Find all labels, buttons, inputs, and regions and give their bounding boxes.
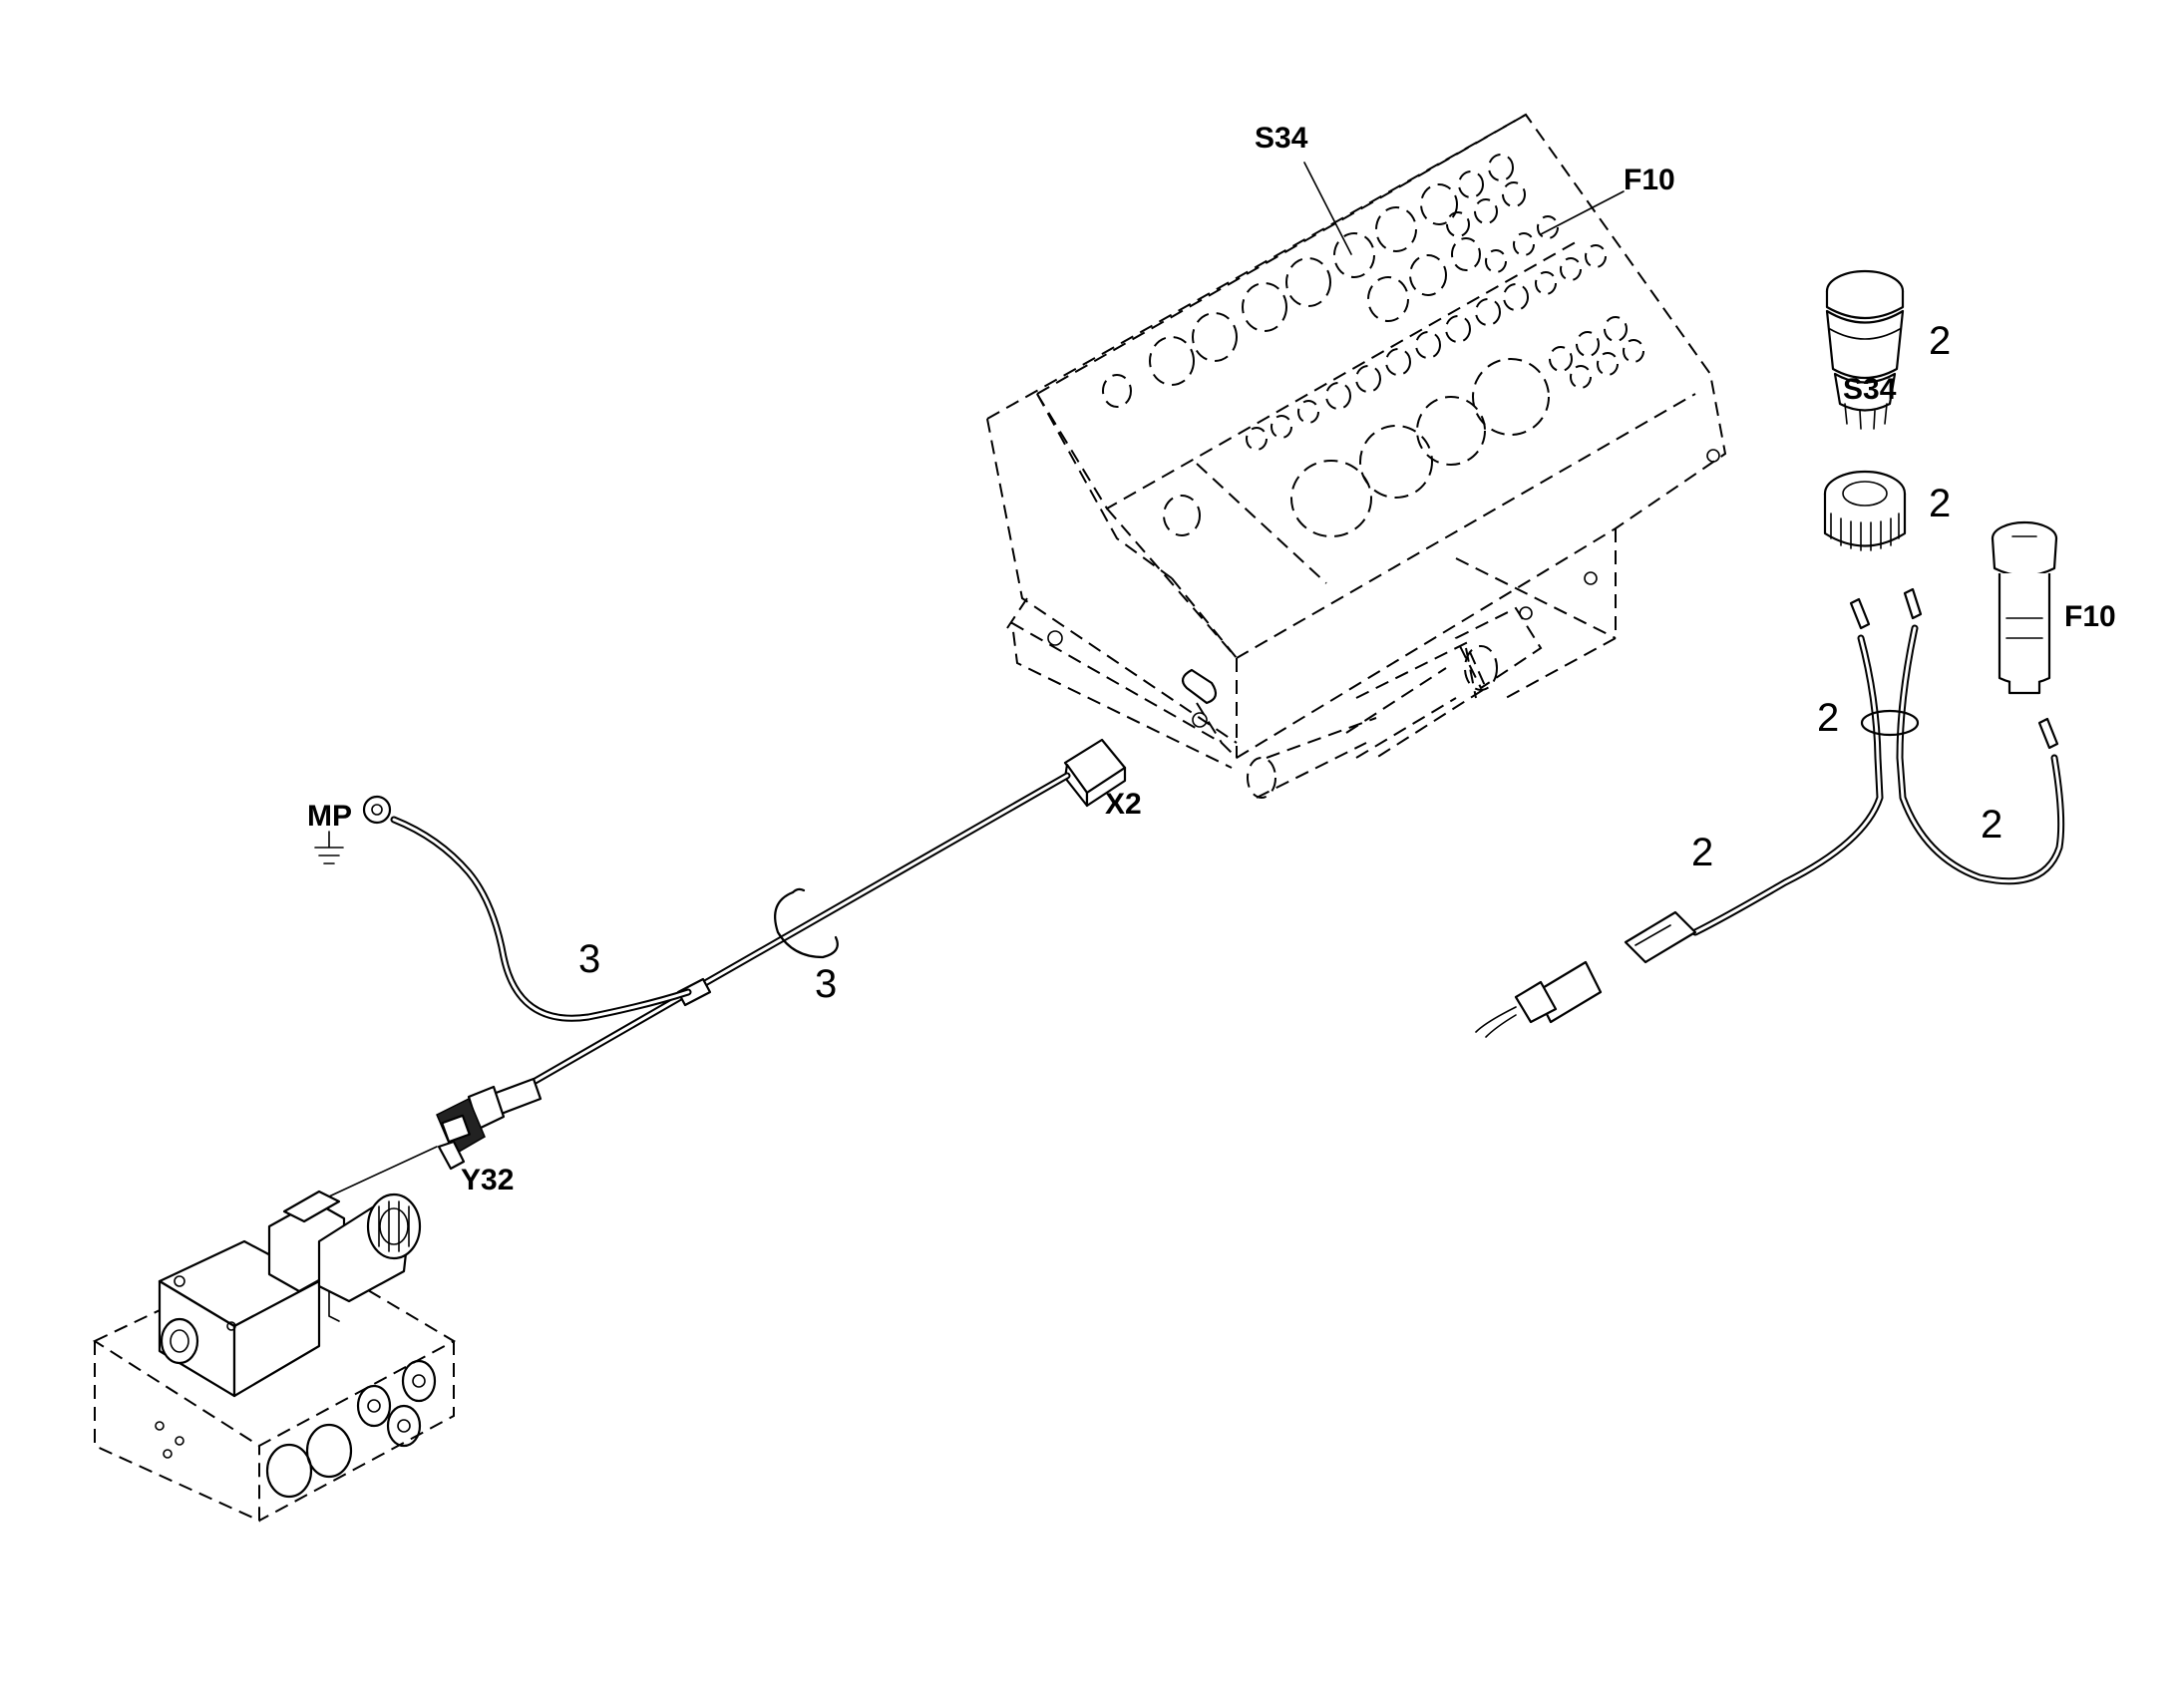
label-f10-top: F10: [1540, 164, 1675, 235]
svg-text:F10: F10: [2064, 600, 2116, 633]
svg-text:F10: F10: [1624, 164, 1675, 196]
svg-text:2: 2: [1981, 803, 2002, 847]
svg-text:S34: S34: [1843, 373, 1897, 406]
control-panel: [986, 113, 1727, 799]
switch-s34: S34 2: [1825, 269, 1951, 430]
svg-text:2: 2: [1817, 696, 1839, 740]
item-3-cable: 3: [578, 937, 600, 981]
ground-wire: [362, 795, 692, 1022]
switch-harness: 2 2 2: [1475, 587, 2065, 1038]
item-3-clip: 3: [815, 962, 837, 1006]
svg-text:MP: MP: [307, 800, 352, 833]
svg-text:Y32: Y32: [461, 1164, 514, 1196]
svg-text:S34: S34: [1255, 122, 1308, 155]
ground-icon: [314, 831, 344, 864]
svg-text:2: 2: [1929, 482, 1951, 525]
main-cable: [530, 772, 1071, 1086]
connector-y32: Y32: [328, 1077, 543, 1197]
svg-text:X2: X2: [1105, 788, 1142, 821]
hydraulic-valve: [92, 1190, 457, 1523]
fuse-holder-f10: F10: [1991, 520, 2116, 695]
svg-text:2: 2: [1929, 319, 1951, 363]
connector-x2: X2: [1063, 738, 1142, 821]
label-mp: MP: [307, 800, 352, 833]
bezel-nut: 2: [1823, 470, 1951, 551]
cable-clip: [774, 887, 839, 959]
label-s34-top: S34: [1255, 122, 1352, 255]
svg-text:2: 2: [1691, 831, 1713, 874]
